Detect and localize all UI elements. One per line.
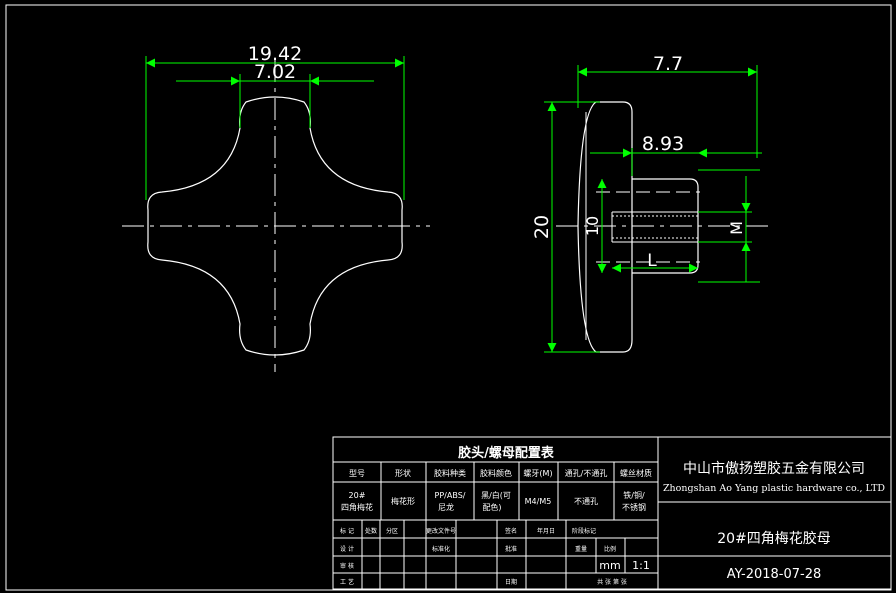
config-model-line1: 20# xyxy=(349,491,366,500)
boss-outline xyxy=(632,178,699,274)
config-header-hole: 通孔/不通孔 xyxy=(565,468,608,478)
config-model-line2: 四角梅花 xyxy=(341,502,373,512)
drawing-frame xyxy=(5,4,892,591)
title-block-frame xyxy=(332,436,892,590)
dim-boss-diameter: 10 xyxy=(583,216,602,236)
title-block-text: 胶头/螺母配置表 型号 形状 胶料种类 胶料颜色 螺牙(M) 通孔/不通孔 螺丝… xyxy=(340,445,885,586)
signoff-approval: 批准 xyxy=(505,545,517,553)
config-color-line1: 黑/白(可 xyxy=(481,490,511,500)
dim-overall-height: 20 xyxy=(531,215,553,239)
company-name-cn: 中山市傲扬塑胶五金有限公司 xyxy=(683,460,865,477)
config-header-thread: 螺牙(M) xyxy=(523,468,552,478)
dim-thread-length: L xyxy=(647,251,657,271)
signoff-col-zone: 分区 xyxy=(386,527,398,535)
config-table-title: 胶头/螺母配置表 xyxy=(458,445,555,461)
dim-boss-depth: 8.93 xyxy=(642,133,684,155)
signoff-row-design: 设 计 xyxy=(340,545,354,553)
signoff-weight-label: 重量 xyxy=(575,545,587,553)
part-name: 20#四角梅花胶母 xyxy=(717,530,831,547)
config-shape: 梅花形 xyxy=(391,496,415,506)
head-flange-outline xyxy=(577,101,633,353)
dim-overall-width: 19.42 xyxy=(248,43,302,65)
config-header-material: 胶料种类 xyxy=(434,468,466,478)
title-block xyxy=(332,436,892,590)
signoff-date-label: 日期 xyxy=(505,578,517,586)
config-header-screw: 螺丝材质 xyxy=(620,468,652,478)
side-view: 7.7 8.93 20 10 L M xyxy=(531,53,770,353)
config-header-shape: 形状 xyxy=(395,468,411,478)
dim-inner-width: 7.02 xyxy=(254,61,296,83)
signoff-col-date: 年月日 xyxy=(537,527,555,535)
signoff-scale-label: 比例 xyxy=(604,545,616,553)
front-view: 19.42 7.02 xyxy=(122,43,430,372)
config-header-model: 型号 xyxy=(349,469,365,478)
config-thread: M4/M5 xyxy=(525,497,552,506)
signoff-scale: 1:1 xyxy=(632,559,650,572)
signoff-unit: mm xyxy=(599,559,620,572)
config-hole: 不通孔 xyxy=(574,496,598,506)
signoff-col-signature: 签名 xyxy=(505,527,517,535)
signoff-row-review: 审 核 xyxy=(340,562,354,570)
company-name-en: Zhongshan Ao Yang plastic hardware co., … xyxy=(663,483,885,494)
signoff-col-count: 处数 xyxy=(365,527,377,535)
signoff-col-change-doc: 更改文件号 xyxy=(426,527,456,535)
config-header-color: 胶料颜色 xyxy=(480,468,512,478)
signoff-standardization: 标准化 xyxy=(432,545,450,553)
signoff-row-process: 工 艺 xyxy=(340,578,354,586)
dim-thread-size: M xyxy=(727,221,746,235)
signoff-stage-label: 阶段标记 xyxy=(572,527,596,535)
signoff-sheet: 共 张 第 张 xyxy=(597,578,627,586)
signoff-row-mark: 标 记 xyxy=(340,527,354,535)
config-screw-line1: 铁/铜/ xyxy=(623,490,645,500)
config-material-line2: 尼龙 xyxy=(438,502,454,512)
dim-total-depth: 7.7 xyxy=(653,53,683,75)
config-screw-line2: 不锈钢 xyxy=(622,502,646,512)
cross-knob-outline xyxy=(147,96,403,356)
config-material-line1: PP/ABS/ xyxy=(435,491,466,500)
config-color-line2: 配色) xyxy=(482,502,501,512)
drawing-number: AY-2018-07-28 xyxy=(727,567,822,582)
